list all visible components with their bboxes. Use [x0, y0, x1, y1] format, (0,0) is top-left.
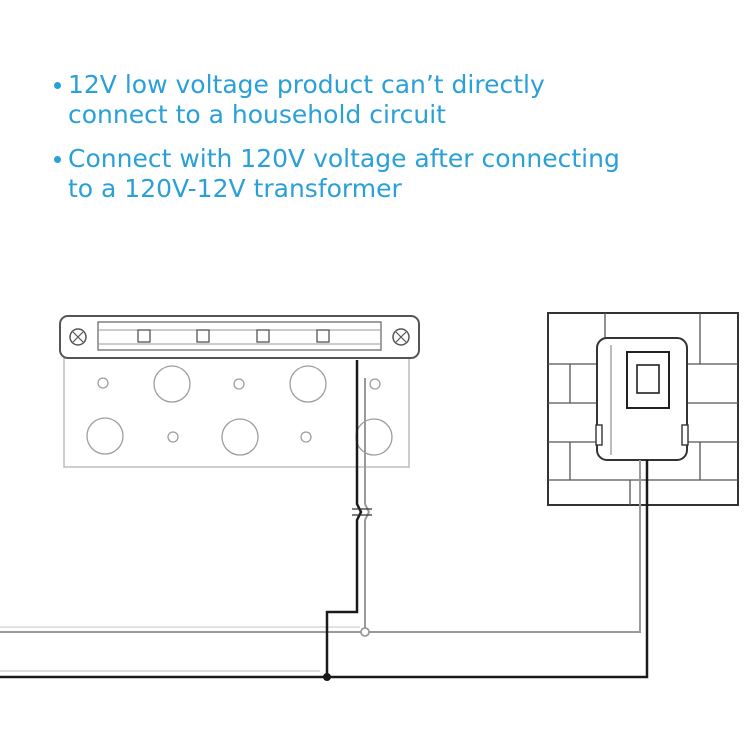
- note-low-voltage: 12V low voltage product can’t directly c…: [52, 70, 672, 130]
- wire-light: [0, 460, 641, 633]
- note-transformer: Connect with 120V voltage after connecti…: [52, 144, 672, 204]
- junction-light: [360, 627, 370, 637]
- wiring: [0, 360, 649, 681]
- note-line: 12V low voltage product can’t directly: [68, 70, 545, 99]
- note-line: Connect with 120V voltage after connecti…: [68, 144, 620, 173]
- plate-holes: [86, 365, 393, 456]
- note-line: connect to a household circuit: [68, 100, 446, 129]
- junction-dark: [323, 673, 331, 681]
- light-bar: [59, 315, 420, 359]
- light-fixture: [59, 315, 420, 468]
- bullet-dot: [54, 82, 61, 89]
- mounting-plate: [63, 354, 410, 468]
- wall-outlet-panel: [547, 312, 739, 506]
- led-chips: [137, 329, 330, 343]
- wire-dark: [0, 460, 649, 679]
- instruction-notes: 12V low voltage product can’t directly c…: [52, 70, 672, 218]
- bullet-dot: [54, 156, 61, 163]
- note-line: to a 120V-12V transformer: [68, 174, 402, 203]
